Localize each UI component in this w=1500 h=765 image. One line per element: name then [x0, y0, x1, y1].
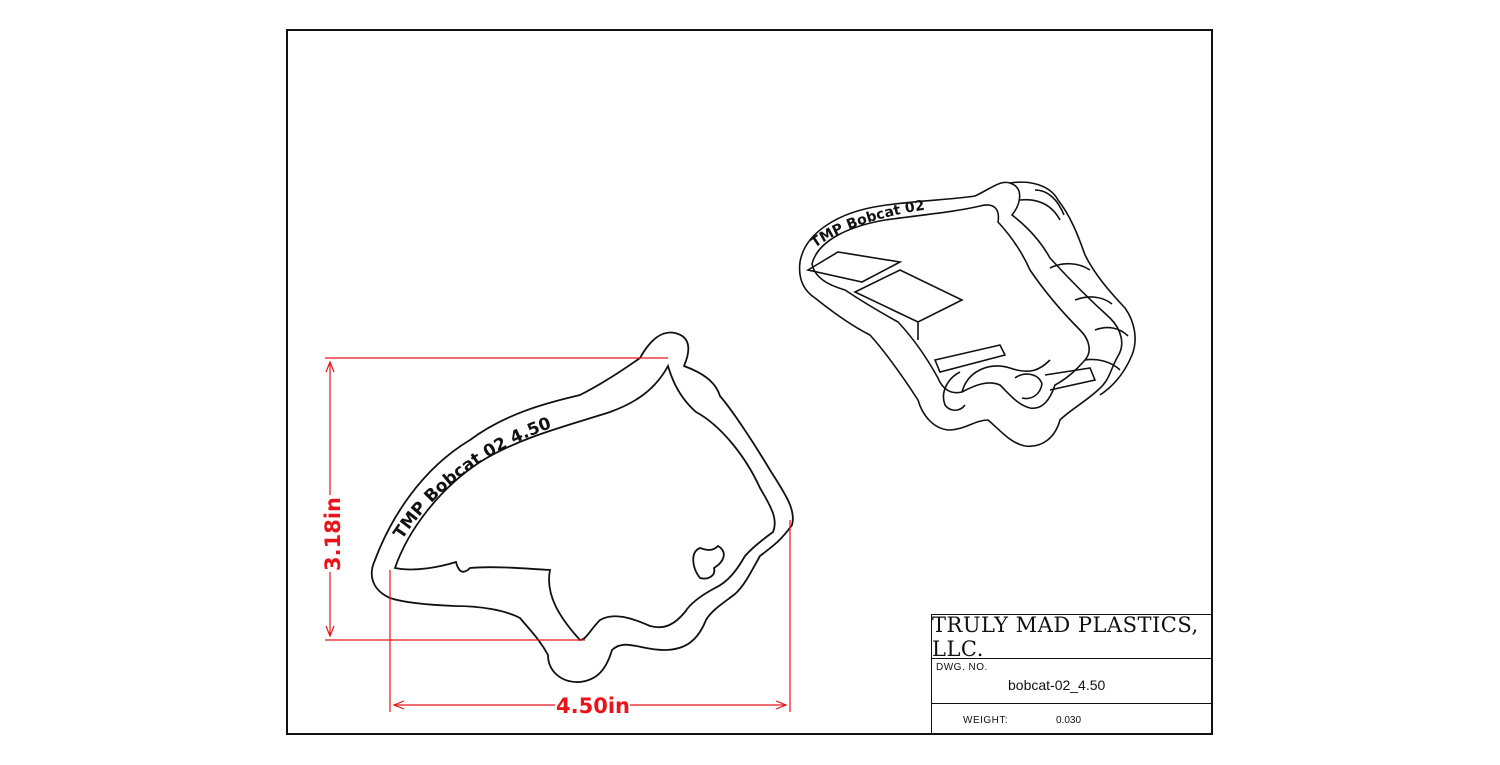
drawing-number-cell: DWG. NO. bobcat-02_4.50: [932, 659, 1213, 704]
front-emboss-text: TMP Bobcat 02 4.50: [390, 414, 554, 543]
front-view-outer-outline: [370, 331, 794, 683]
company-name: TRULY MAD PLASTICS, LLC.: [932, 613, 1213, 661]
weight-cell: WEIGHT: 0.030: [932, 704, 1213, 736]
front-view-eye-detail: [692, 544, 725, 580]
drawing-number-label: DWG. NO.: [936, 662, 988, 673]
iso-emboss-text: TMP Bobcat 02 4.50: [0, 0, 926, 251]
front-view-inner-outline: [393, 363, 776, 641]
drawing-number-value: bobcat-02_4.50: [1008, 677, 1106, 693]
title-block: TRULY MAD PLASTICS, LLC. DWG. NO. bobcat…: [931, 613, 1213, 736]
width-dimension-label: 4.50in: [556, 694, 630, 718]
weight-value: 0.030: [1056, 715, 1082, 726]
isometric-view: [798, 181, 1136, 447]
height-dimension-label: 3.18in: [321, 497, 345, 571]
weight-label: WEIGHT:: [963, 715, 1009, 726]
dimension-lines: [325, 357, 791, 712]
drawing-sheet-border: [286, 29, 1213, 735]
